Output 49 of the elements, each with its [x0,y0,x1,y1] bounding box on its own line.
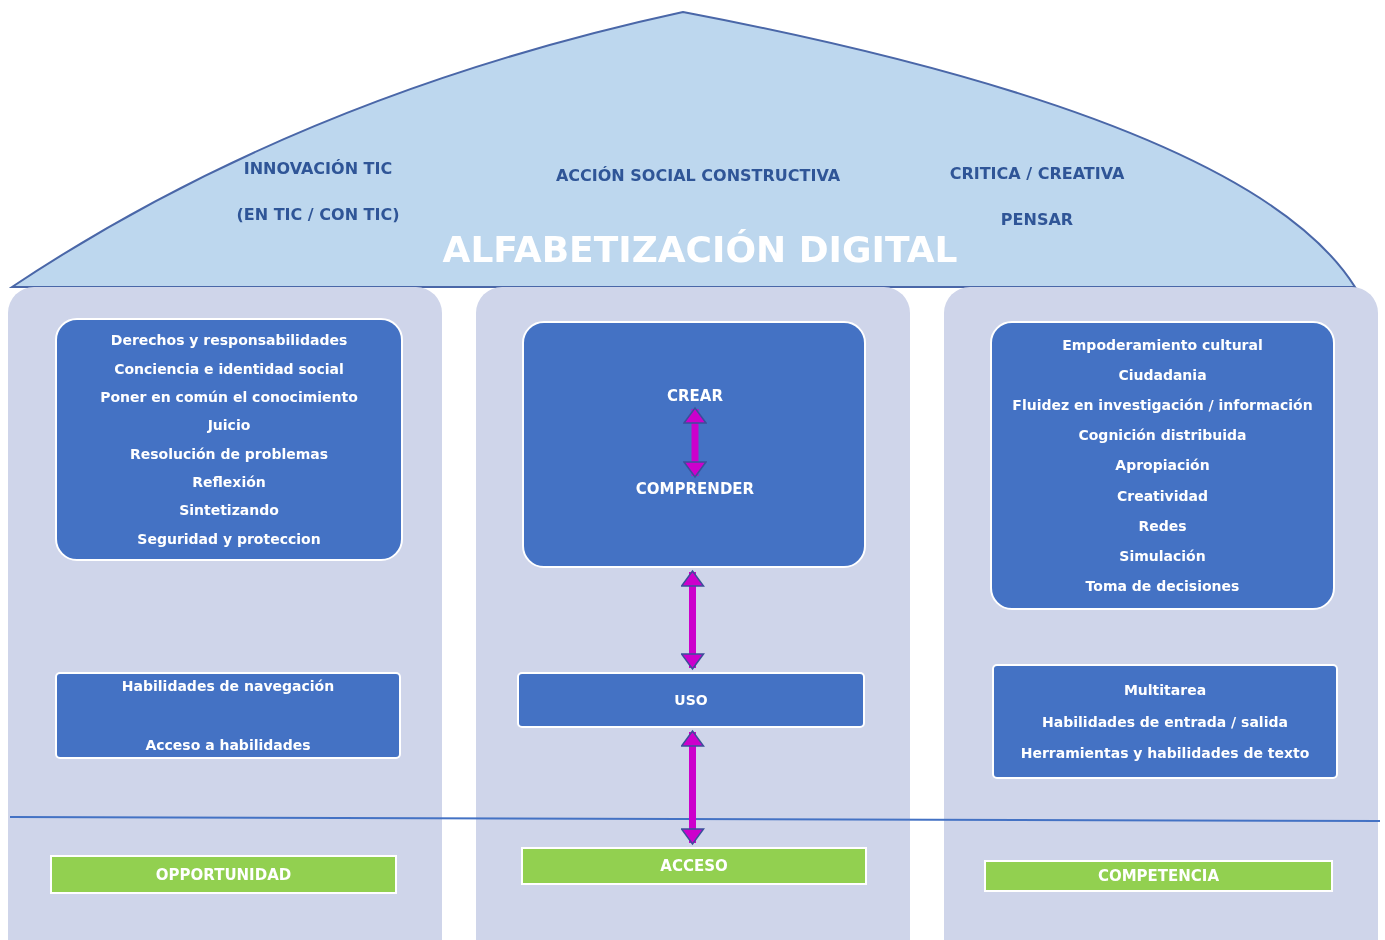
double-arrow [680,730,705,845]
list-item: Redes [1138,517,1187,534]
column-panel [8,287,442,940]
list-item: Multitarea [1123,681,1207,698]
roof-label: PENSAR [1000,209,1074,229]
category-bar [50,855,397,894]
list-item: Reflexión [192,473,266,490]
category-bar [984,860,1333,892]
list-item: Simulación [1119,547,1206,564]
list-item: Herramientas y habilidades de texto [1020,745,1310,762]
double-arrow [680,570,705,670]
list-item: Conciencia e identidad social [114,360,344,377]
list-item: USO [674,692,708,708]
list-item: Ciudadania [1118,367,1207,384]
list-item: Seguridad y proteccion [137,530,321,547]
column-panel [476,287,910,940]
roof-label: (EN TIC / CON TIC) [236,204,400,224]
list-item: Toma de decisiones [1085,577,1240,594]
stage-label: CREAR [667,387,723,405]
list-item: Fluidez en investigación / información [1012,397,1313,414]
roof-label: INNOVACIÓN TIC [243,158,393,178]
category-label: ACCESO [660,857,728,875]
skills-box [990,321,1335,610]
process-box [522,321,866,568]
column-panel [944,287,1378,940]
skills-box [55,318,403,561]
category-label: OPPORTUNIDAD [155,865,292,884]
list-item: Derechos y responsabilidades [110,332,348,349]
list-item: Empoderamiento cultural [1062,337,1263,354]
category-label: COMPETENCIA [1097,867,1220,885]
list-item: Sintetizando [179,502,279,519]
roof-label: CRITICA / CREATIVA [949,163,1125,183]
list-item: Acceso a habilidades [145,737,311,753]
list-item: Resolución de problemas [129,445,329,462]
stage-label: COMPRENDER [635,480,755,498]
title: ALFABETIZACIÓN DIGITAL [442,228,958,270]
double-arrow [683,407,707,478]
list-item: Poner en común el conocimiento [100,389,358,405]
list-item: Habilidades de entrada / salida [1042,713,1288,730]
roof-label: ACCIÓN SOCIAL CONSTRUCTIVA [555,165,841,185]
process-box [517,672,865,728]
list-item: Creatividad [1117,487,1208,504]
list-item: Habilidades de navegación [121,678,335,694]
list-item: Cognición distribuida [1078,427,1247,444]
category-bar [521,847,867,885]
skills-box [55,672,401,759]
list-item: Juicio [207,417,251,434]
list-item: Apropiación [1115,457,1210,474]
skills-box [992,664,1338,779]
